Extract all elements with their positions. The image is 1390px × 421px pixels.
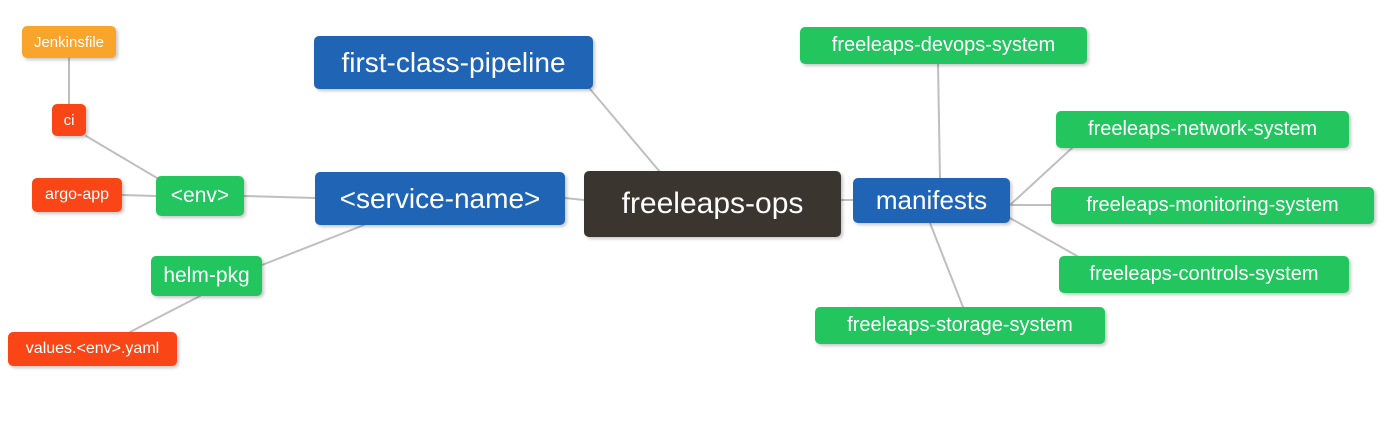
node-env[interactable]: <env>	[156, 176, 244, 216]
node-freeleaps-controls-system[interactable]: freeleaps-controls-system	[1059, 256, 1349, 293]
node-first-class-pipeline[interactable]: first-class-pipeline	[314, 36, 593, 89]
node-ci[interactable]: ci	[52, 104, 86, 136]
node-argo-app[interactable]: argo-app	[32, 178, 122, 212]
node-freeleaps-monitoring-system[interactable]: freeleaps-monitoring-system	[1051, 187, 1374, 224]
edge-manifests-storage	[929, 222, 964, 308]
edge-env-service-name	[243, 195, 316, 199]
node-freeleaps-network-system[interactable]: freeleaps-network-system	[1056, 111, 1349, 148]
node-service-name[interactable]: <service-name>	[315, 172, 565, 225]
edge-ci-env	[85, 135, 158, 179]
node-freeleaps-storage-system[interactable]: freeleaps-storage-system	[815, 307, 1105, 344]
edge-manifests-devops	[937, 63, 941, 179]
edge-argo-app-env	[121, 194, 157, 197]
edge-pipeline-ops	[589, 88, 661, 173]
edge-service-name-ops	[564, 197, 585, 201]
node-helm-pkg[interactable]: helm-pkg	[151, 256, 262, 296]
node-freeleaps-devops-system[interactable]: freeleaps-devops-system	[800, 27, 1087, 64]
edge-helm-pkg-service-name	[261, 224, 365, 266]
node-jenkinsfile[interactable]: Jenkinsfile	[22, 26, 116, 58]
node-manifests[interactable]: manifests	[853, 178, 1010, 223]
node-freeleaps-ops[interactable]: freeleaps-ops	[584, 171, 841, 237]
edge-values-helm-pkg	[129, 295, 201, 333]
node-values-yaml[interactable]: values.<env>.yaml	[8, 332, 177, 366]
